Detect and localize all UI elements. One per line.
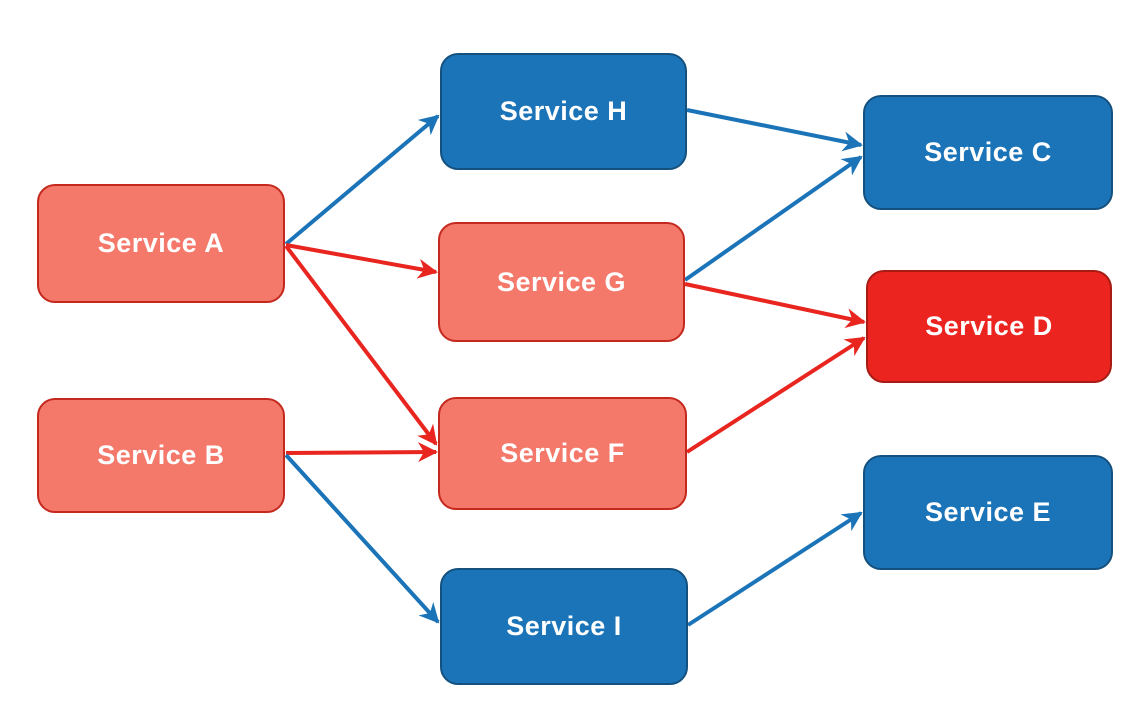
edge-servicea-serviceh [284,114,440,246]
edge-servicea-servicef [284,244,438,446]
node-label: Service H [499,96,628,126]
edge-serviceb-servicef [285,442,438,463]
node-label: Service B [97,440,225,470]
node-service-a: Service A [37,184,285,303]
node-service-i: Service I [440,568,688,685]
node-service-e: Service E [863,455,1113,570]
edge-serviceg-serviced [684,282,866,329]
node-service-h: Service H [440,53,687,170]
node-service-c: Service C [863,95,1113,210]
node-service-f: Service F [438,397,687,510]
node-label: Service C [924,137,1052,167]
node-label: Service G [496,266,627,297]
edge-serviceb-servicei [284,453,440,624]
node-service-d: Service D [866,270,1112,383]
node-service-g: Service G [438,222,685,342]
node-label: Service E [924,497,1052,527]
node-label: Service I [506,611,622,641]
edge-serviceg-servicec [683,155,863,282]
node-service-b: Service B [37,398,285,513]
edge-servicei-servicee [686,511,863,627]
edge-servicef-serviced [685,336,866,454]
node-label: Service D [925,311,1053,341]
node-label: Service F [500,438,625,468]
node-label: Service A [97,228,225,258]
edge-servicea-serviceg [285,243,438,279]
edge-serviceh-servicec [686,108,863,152]
